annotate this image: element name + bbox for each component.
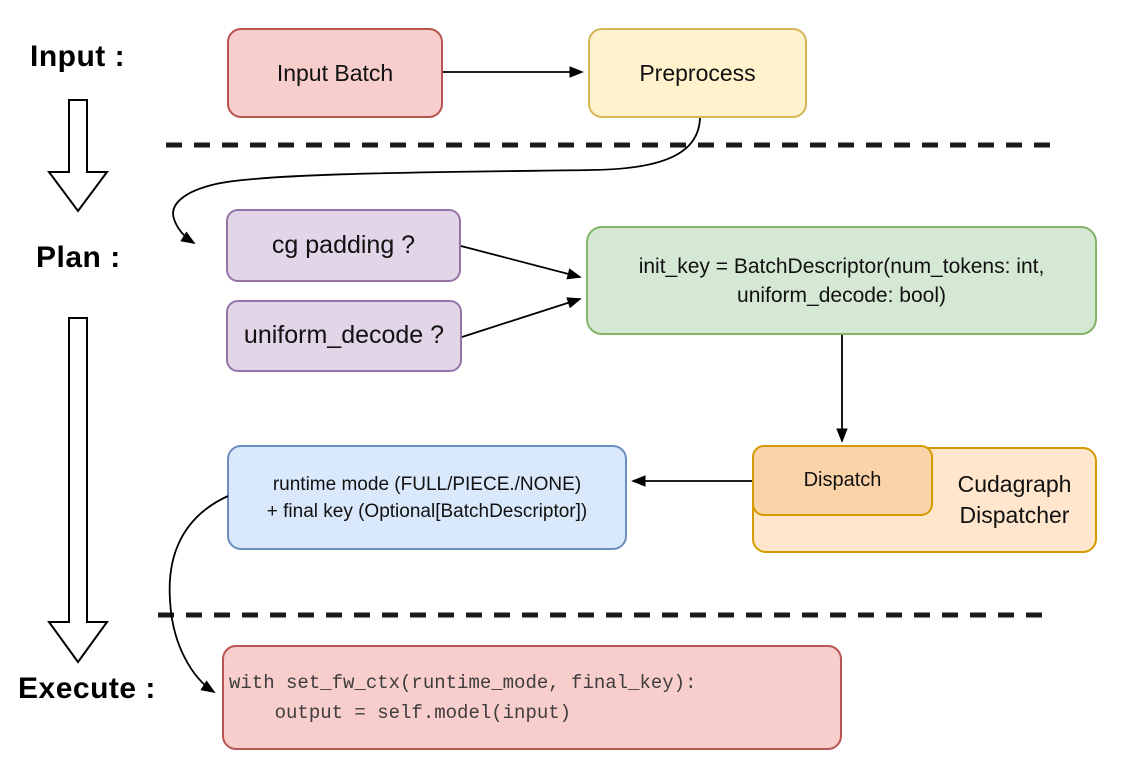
dispatch-label: Dispatch bbox=[803, 469, 882, 491]
init-key-line2: uniform_decode: bool) bbox=[737, 283, 946, 307]
input-stage-down-arrow bbox=[47, 99, 109, 213]
execute-code-line1: with set_fw_ctx(runtime_mode, final_key)… bbox=[229, 671, 697, 694]
runtime-mode-node: runtime mode (FULL/PIECE./NONE) + final … bbox=[227, 445, 627, 550]
runtime-mode-line2: + final key (Optional[BatchDescriptor]) bbox=[266, 500, 588, 522]
arrow-cg-padding-to-init-key bbox=[460, 245, 582, 280]
cg-padding-node: cg padding ? bbox=[226, 209, 461, 282]
input-batch-label: Input Batch bbox=[276, 59, 394, 86]
input-batch-node: Input Batch bbox=[227, 28, 443, 118]
cudagraph-dispatcher-line1: Cudagraph bbox=[957, 471, 1072, 497]
execute-code-line2: output = self.model(input) bbox=[229, 701, 572, 724]
init-key-line1: init_key = BatchDescriptor(num_tokens: i… bbox=[638, 254, 1045, 278]
stage-label-execute: Execute : bbox=[18, 672, 156, 705]
cg-padding-label: cg padding ? bbox=[271, 230, 416, 259]
dispatch-node: Dispatch bbox=[752, 445, 933, 516]
cudagraph-dispatcher-line2: Dispatcher bbox=[959, 502, 1070, 528]
uniform-decode-node: uniform_decode ? bbox=[226, 300, 462, 372]
arrow-runtime-mode-to-execute-code bbox=[168, 495, 229, 693]
stage-label-input: Input : bbox=[30, 40, 126, 73]
stage-label-plan: Plan : bbox=[36, 241, 121, 274]
plan-stage-down-arrow bbox=[47, 317, 109, 664]
uniform-decode-label: uniform_decode ? bbox=[243, 321, 445, 350]
preprocess-label: Preprocess bbox=[639, 59, 756, 86]
runtime-mode-line1: runtime mode (FULL/PIECE./NONE) bbox=[272, 473, 582, 495]
execute-code-node: with set_fw_ctx(runtime_mode, final_key)… bbox=[222, 645, 842, 750]
init-key-node: init_key = BatchDescriptor(num_tokens: i… bbox=[586, 226, 1097, 335]
preprocess-node: Preprocess bbox=[588, 28, 807, 118]
arrow-uniform-decode-to-init-key bbox=[461, 297, 582, 338]
